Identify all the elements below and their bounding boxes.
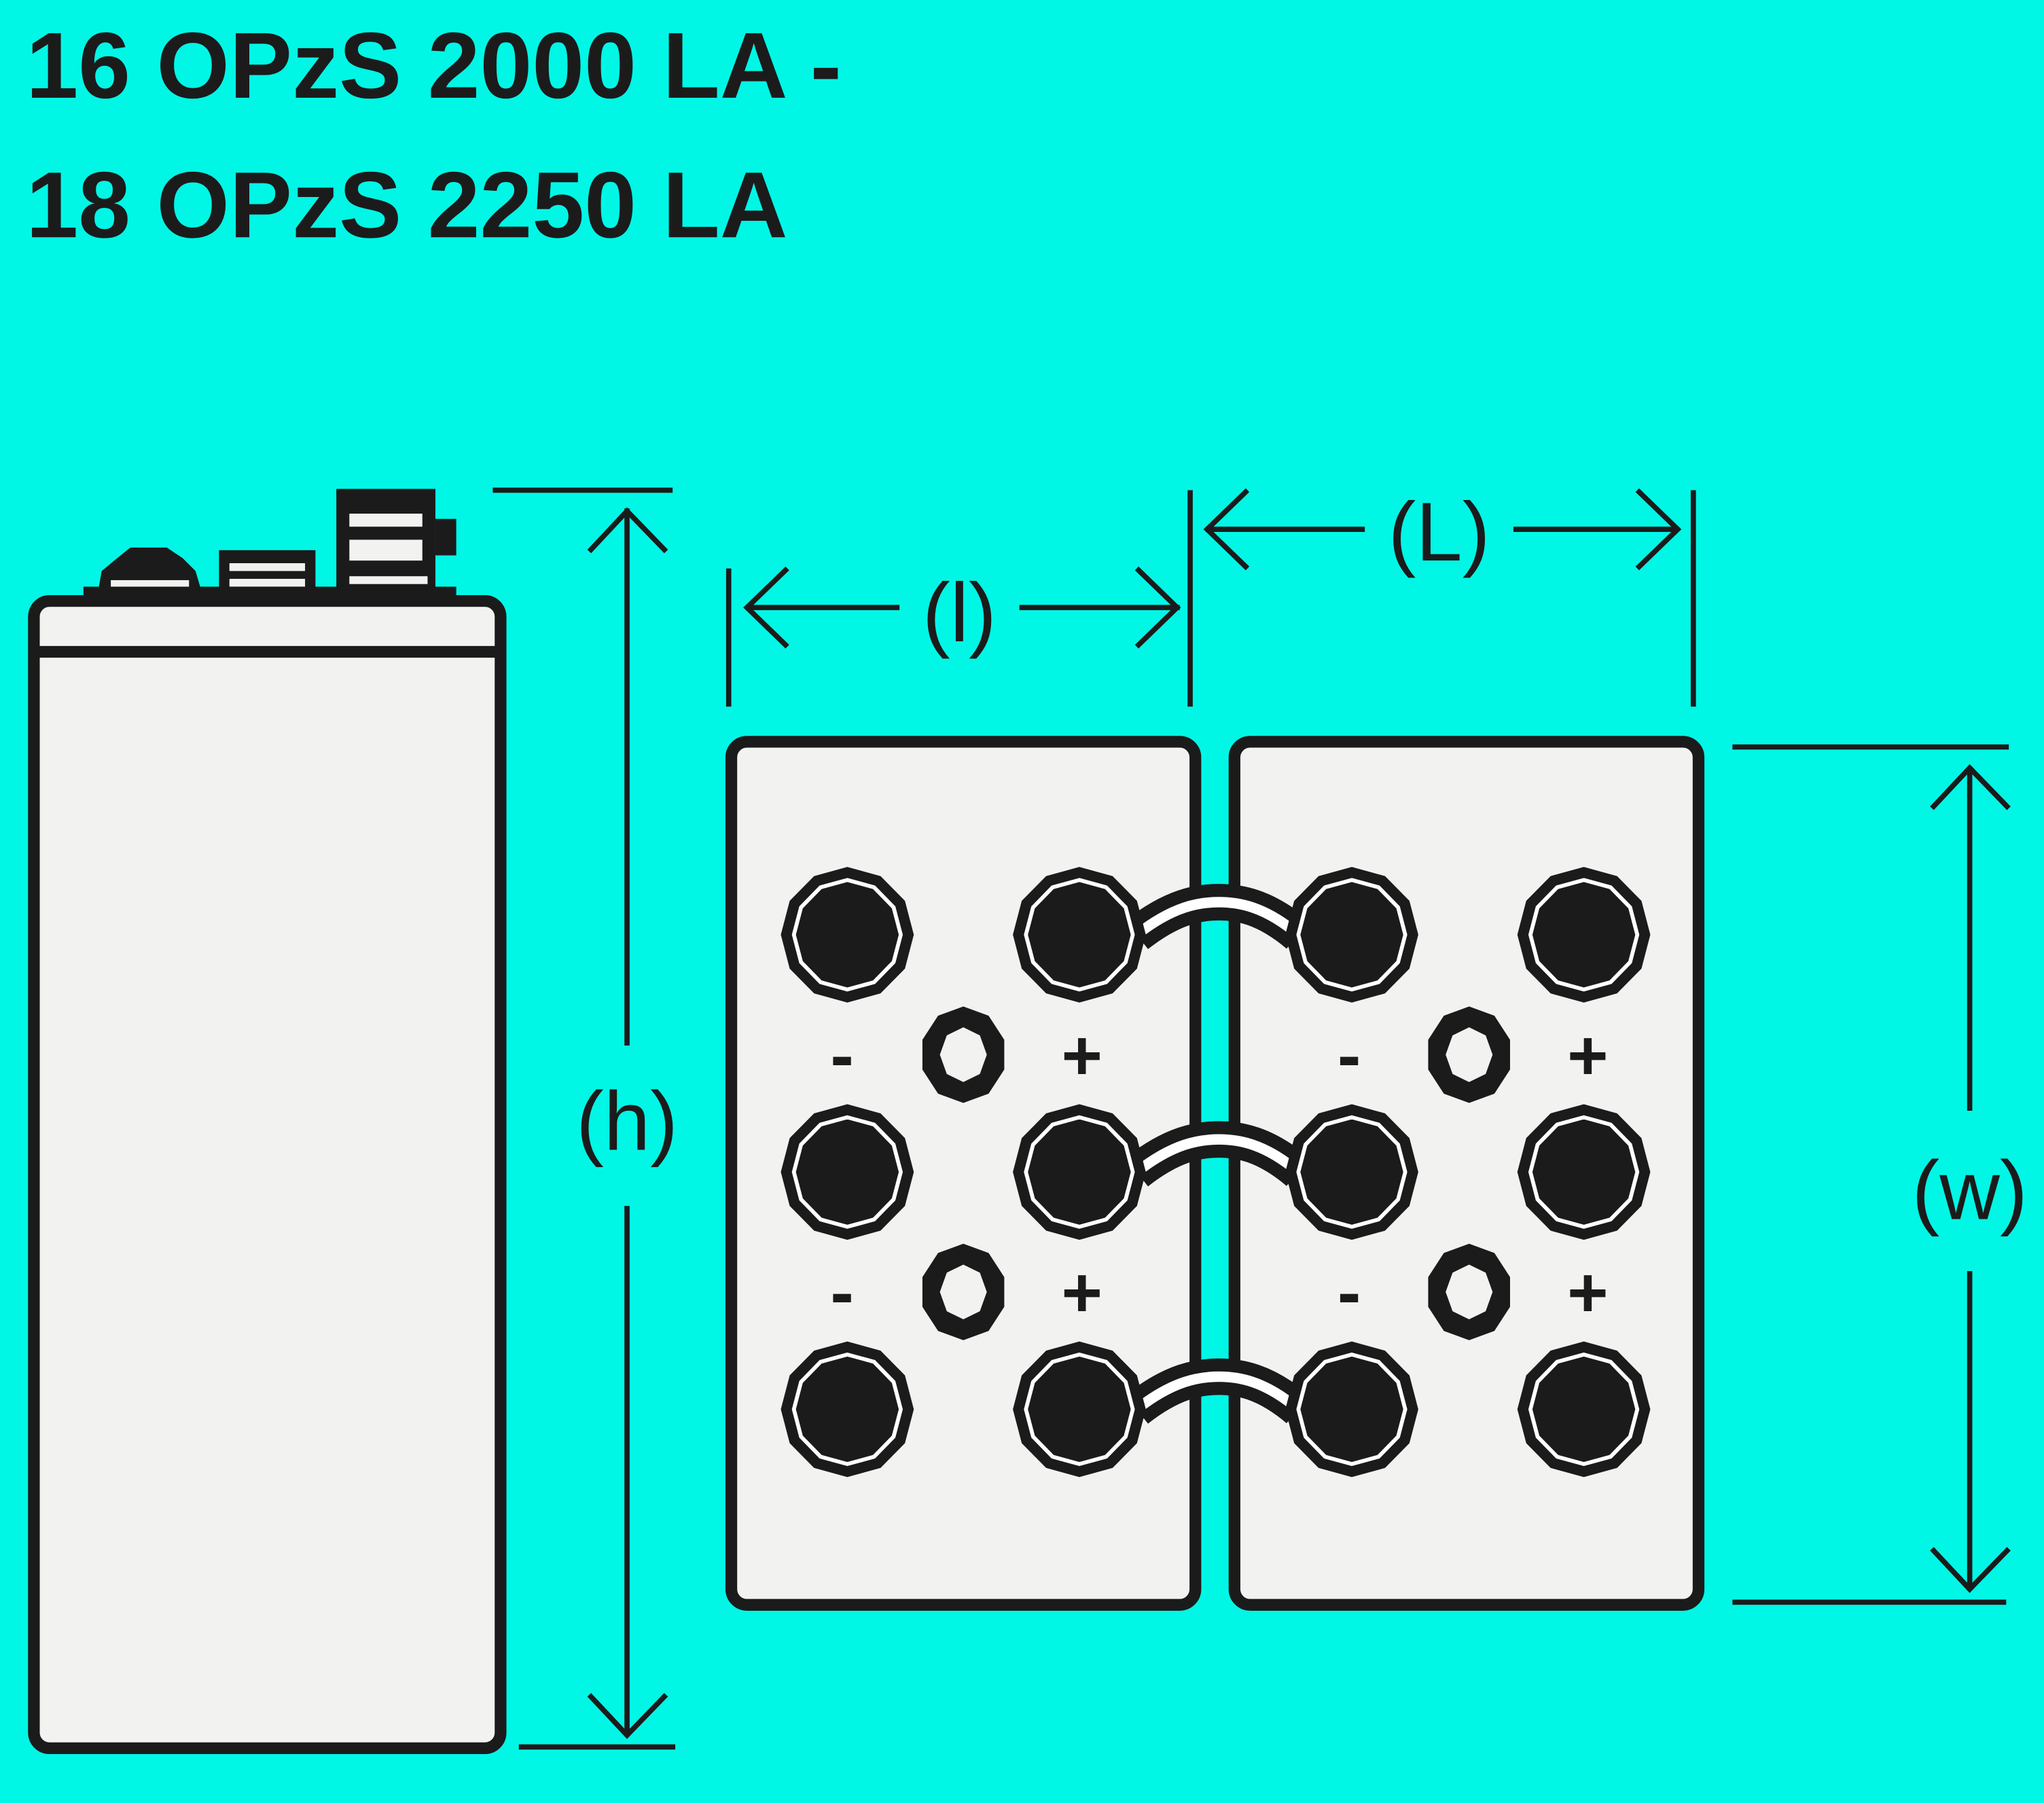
positive-sign: + [1062, 1016, 1103, 1094]
total-length-dimension: (L) [1203, 486, 1696, 707]
height-dimension: (h) [492, 487, 678, 1750]
terminal-post [781, 1341, 914, 1478]
connector-bar [1125, 1358, 1310, 1424]
terminal-post [1285, 1104, 1418, 1240]
total-length-label: (L) [1388, 486, 1490, 579]
terminal-post [1517, 867, 1651, 1003]
vent-opening [922, 1006, 1005, 1103]
title-line-2: 18 OPzS 2250 LA [26, 153, 787, 257]
width-label: (w) [1912, 1144, 2027, 1237]
negative-sign: - [830, 1253, 854, 1332]
vent-opening [922, 1243, 1005, 1340]
title-line-1: 16 OPzS 2000 LA - [26, 14, 841, 118]
terminal-post [781, 867, 914, 1003]
negative-sign: - [1338, 1016, 1361, 1094]
height-label: (h) [576, 1075, 678, 1168]
width-dimension: (w) [1732, 744, 2028, 1605]
terminal-post [1013, 867, 1146, 1003]
vent-opening [1428, 1006, 1510, 1103]
terminal-post [1013, 1104, 1146, 1240]
negative-sign: - [1338, 1253, 1361, 1332]
cell-length-dimension: (l) [725, 490, 1193, 707]
connector-bar [1125, 1121, 1310, 1187]
terminal-post [1517, 1341, 1651, 1478]
inter-cell-connectors [1125, 884, 1310, 1424]
terminal-post [1285, 1341, 1418, 1478]
negative-sign: - [830, 1016, 854, 1094]
terminal-post [1285, 867, 1418, 1003]
cell-body-side [28, 595, 507, 1755]
connector-bar [1125, 884, 1310, 950]
terminal-post [781, 1104, 914, 1240]
terminal-post [1517, 1104, 1651, 1240]
terminal-post [1013, 1341, 1146, 1478]
cell-length-label: (l) [922, 567, 997, 660]
positive-sign: + [1567, 1253, 1609, 1332]
positive-sign: + [1062, 1253, 1103, 1332]
vent-opening [1428, 1243, 1510, 1340]
positive-sign: + [1567, 1016, 1609, 1094]
cell-side-view [28, 488, 507, 1755]
cell-terminals: - - + + - - + + [781, 867, 1651, 1478]
